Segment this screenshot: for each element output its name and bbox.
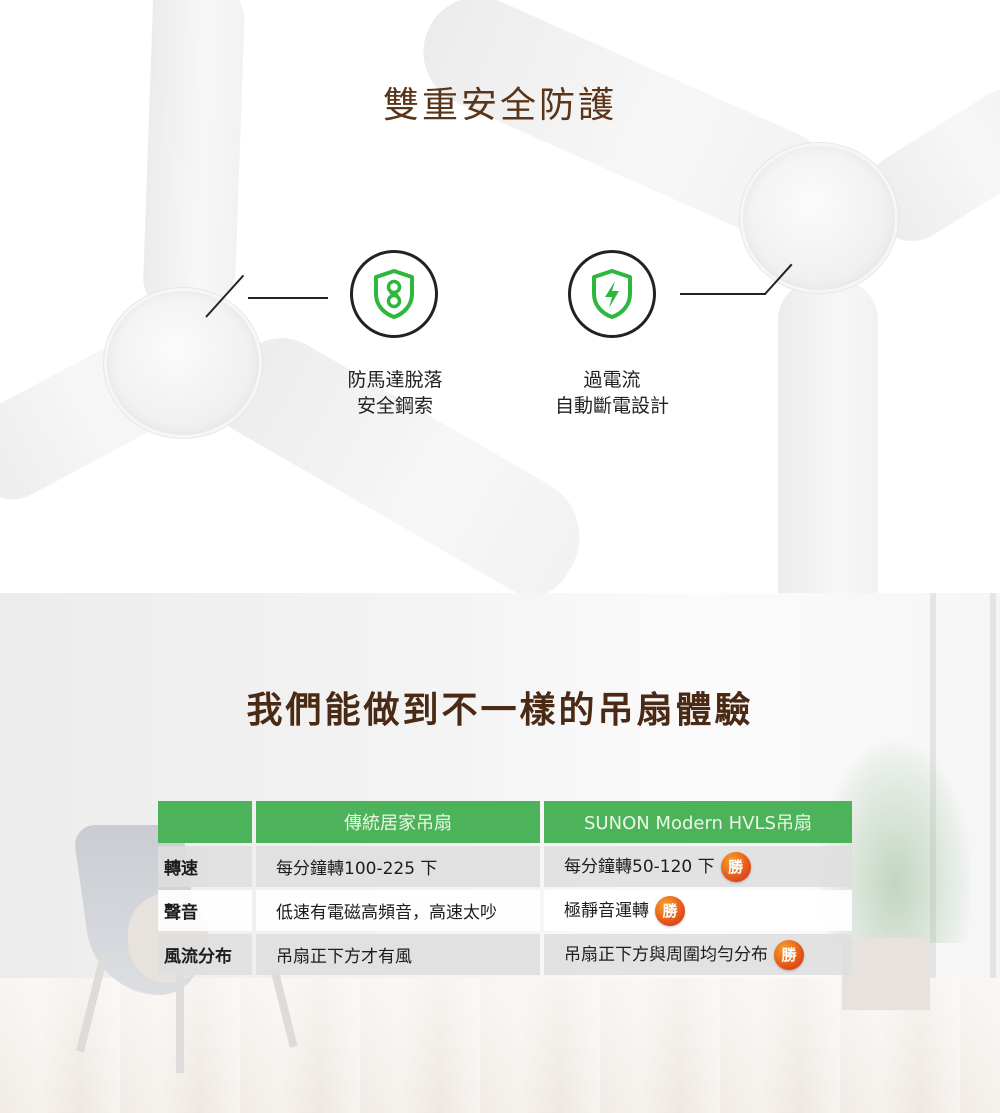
feature-line: 安全鋼索 (356, 395, 433, 417)
feature-icon-cable (350, 250, 438, 338)
chair-leg (176, 963, 184, 1073)
fan-hub-left (104, 288, 262, 438)
feature-line: 防馬達脫落 (347, 369, 443, 391)
win-badge-icon: 勝 (655, 895, 685, 926)
win-badge-icon: 勝 (720, 851, 751, 882)
row-label: 聲音 (158, 890, 252, 931)
feature-line: 過電流 (583, 369, 641, 391)
feature-line: 自動斷電設計 (554, 395, 669, 417)
fan-blade (142, 0, 246, 312)
traditional-value: 每分鐘轉100-225 下 (256, 846, 540, 887)
comparison-table: 傳統居家吊扇 SUNON Modern HVLS吊扇 轉速 每分鐘轉100-22… (154, 798, 856, 978)
leader-line-left (248, 297, 328, 299)
feature-text-overcurrent: 過電流 自動斷電設計 (502, 367, 722, 419)
safety-section: 雙重安全防護 防馬達脫落 安全鋼索 過電流 自動斷電設計 (0, 0, 1000, 593)
shield-link-icon (374, 269, 414, 319)
sunon-value: 極靜音運轉 (564, 900, 649, 921)
section-title-comparison: 我們能做到不一樣的吊扇體驗 (246, 690, 754, 731)
table-row: 風流分布 吊扇正下方才有風 吊扇正下方與周圍均勻分布勝 (158, 934, 852, 975)
row-label: 轉速 (158, 846, 252, 887)
shield-bolt-icon (592, 269, 632, 319)
sunon-cell: 吊扇正下方與周圍均勻分布勝 (544, 934, 852, 975)
table-header-row: 傳統居家吊扇 SUNON Modern HVLS吊扇 (158, 801, 852, 843)
traditional-value: 吊扇正下方才有風 (256, 934, 540, 975)
fan-blade (208, 319, 602, 593)
feature-icon-overcurrent (568, 250, 656, 338)
row-label: 風流分布 (158, 934, 252, 975)
fan-blade (778, 280, 878, 593)
table-header-sunon: SUNON Modern HVLS吊扇 (544, 801, 852, 843)
sunon-value: 每分鐘轉50-120 下 (564, 856, 715, 877)
table-header-empty (158, 801, 252, 843)
fan-hub-right (740, 143, 898, 293)
sunon-value: 吊扇正下方與周圍均勻分布 (564, 944, 768, 965)
window-frame (990, 593, 996, 993)
table-row: 轉速 每分鐘轉100-225 下 每分鐘轉50-120 下勝 (158, 846, 852, 887)
sunon-cell: 每分鐘轉50-120 下勝 (544, 846, 852, 887)
wood-floor (0, 978, 1000, 1113)
sunon-cell: 極靜音運轉勝 (544, 890, 852, 931)
plant-pot (842, 938, 930, 1010)
feature-text-cable: 防馬達脫落 安全鋼索 (285, 367, 505, 419)
traditional-value: 低速有電磁高頻音，高速太吵 (256, 890, 540, 931)
table-row: 聲音 低速有電磁高頻音，高速太吵 極靜音運轉勝 (158, 890, 852, 931)
table-header-traditional: 傳統居家吊扇 (256, 801, 540, 843)
comparison-section: 我們能做到不一樣的吊扇體驗 傳統居家吊扇 SUNON Modern HVLS吊扇… (0, 593, 1000, 1113)
win-badge-icon: 勝 (774, 939, 804, 970)
section-title-safety: 雙重安全防護 (382, 85, 617, 126)
leader-line-right (680, 293, 766, 295)
